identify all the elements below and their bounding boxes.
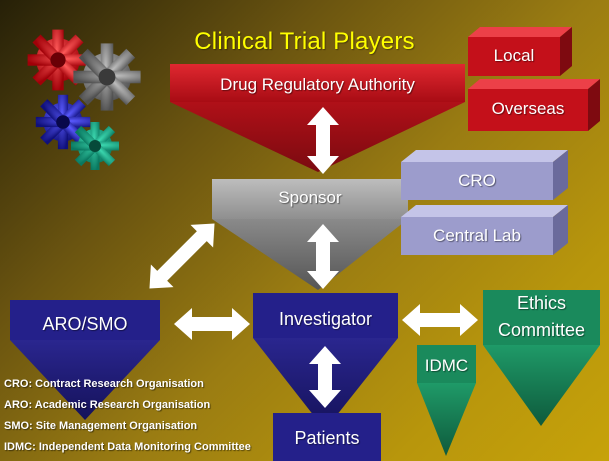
arrow-sponsor-investigator [307, 224, 339, 289]
aro-smo-shape [10, 300, 160, 420]
local-label: Local [493, 46, 535, 65]
gear-blue-icon [35, 94, 91, 150]
idmc-label: IDMC [424, 356, 469, 375]
central-lab-box [401, 205, 568, 255]
overseas-box [468, 79, 600, 131]
patients-box [273, 413, 381, 461]
aro-smo-label: ARO/SMO [42, 314, 128, 334]
ethics-committee-label-line2: Committee [497, 320, 586, 340]
cro-box [401, 150, 568, 200]
gear-red-icon [27, 29, 89, 91]
regulatory-authority-label: Drug Regulatory Authority [220, 75, 415, 94]
overseas-label: Overseas [491, 99, 565, 118]
abbreviation-legend: CRO: Contract Research Organisation ARO:… [4, 374, 251, 458]
cro-label: CRO [458, 171, 496, 190]
legend-aro: ARO: Academic Research Organisation [4, 399, 211, 411]
legend-cro: CRO: Contract Research Organisation [4, 378, 204, 390]
investigator-label: Investigator [278, 309, 373, 329]
legend-idmc: IDMC: Independent Data Monitoring Commit… [4, 441, 251, 453]
gear-gray-icon [73, 43, 141, 111]
sponsor-shape [212, 179, 408, 290]
arrow-regulatory-sponsor [307, 107, 339, 174]
patients-label: Patients [294, 428, 360, 448]
legend-smo: SMO: Site Management Organisation [4, 420, 198, 432]
idmc-shape [417, 345, 476, 456]
gear-green-icon [71, 122, 119, 170]
arrow-aro-investigator [174, 308, 250, 340]
ethics-committee-shape [483, 290, 600, 426]
arrow-investigator-patients [309, 346, 341, 408]
ethics-committee-label-line1: Ethics [516, 293, 567, 313]
arrow-sponsor-aro [149, 223, 215, 289]
local-box [468, 27, 572, 76]
sponsor-label: Sponsor [278, 188, 342, 207]
slide-title: Clinical Trial Players [194, 28, 415, 55]
arrow-investigator-ethics [402, 304, 478, 336]
central-lab-label: Central Lab [433, 226, 521, 245]
